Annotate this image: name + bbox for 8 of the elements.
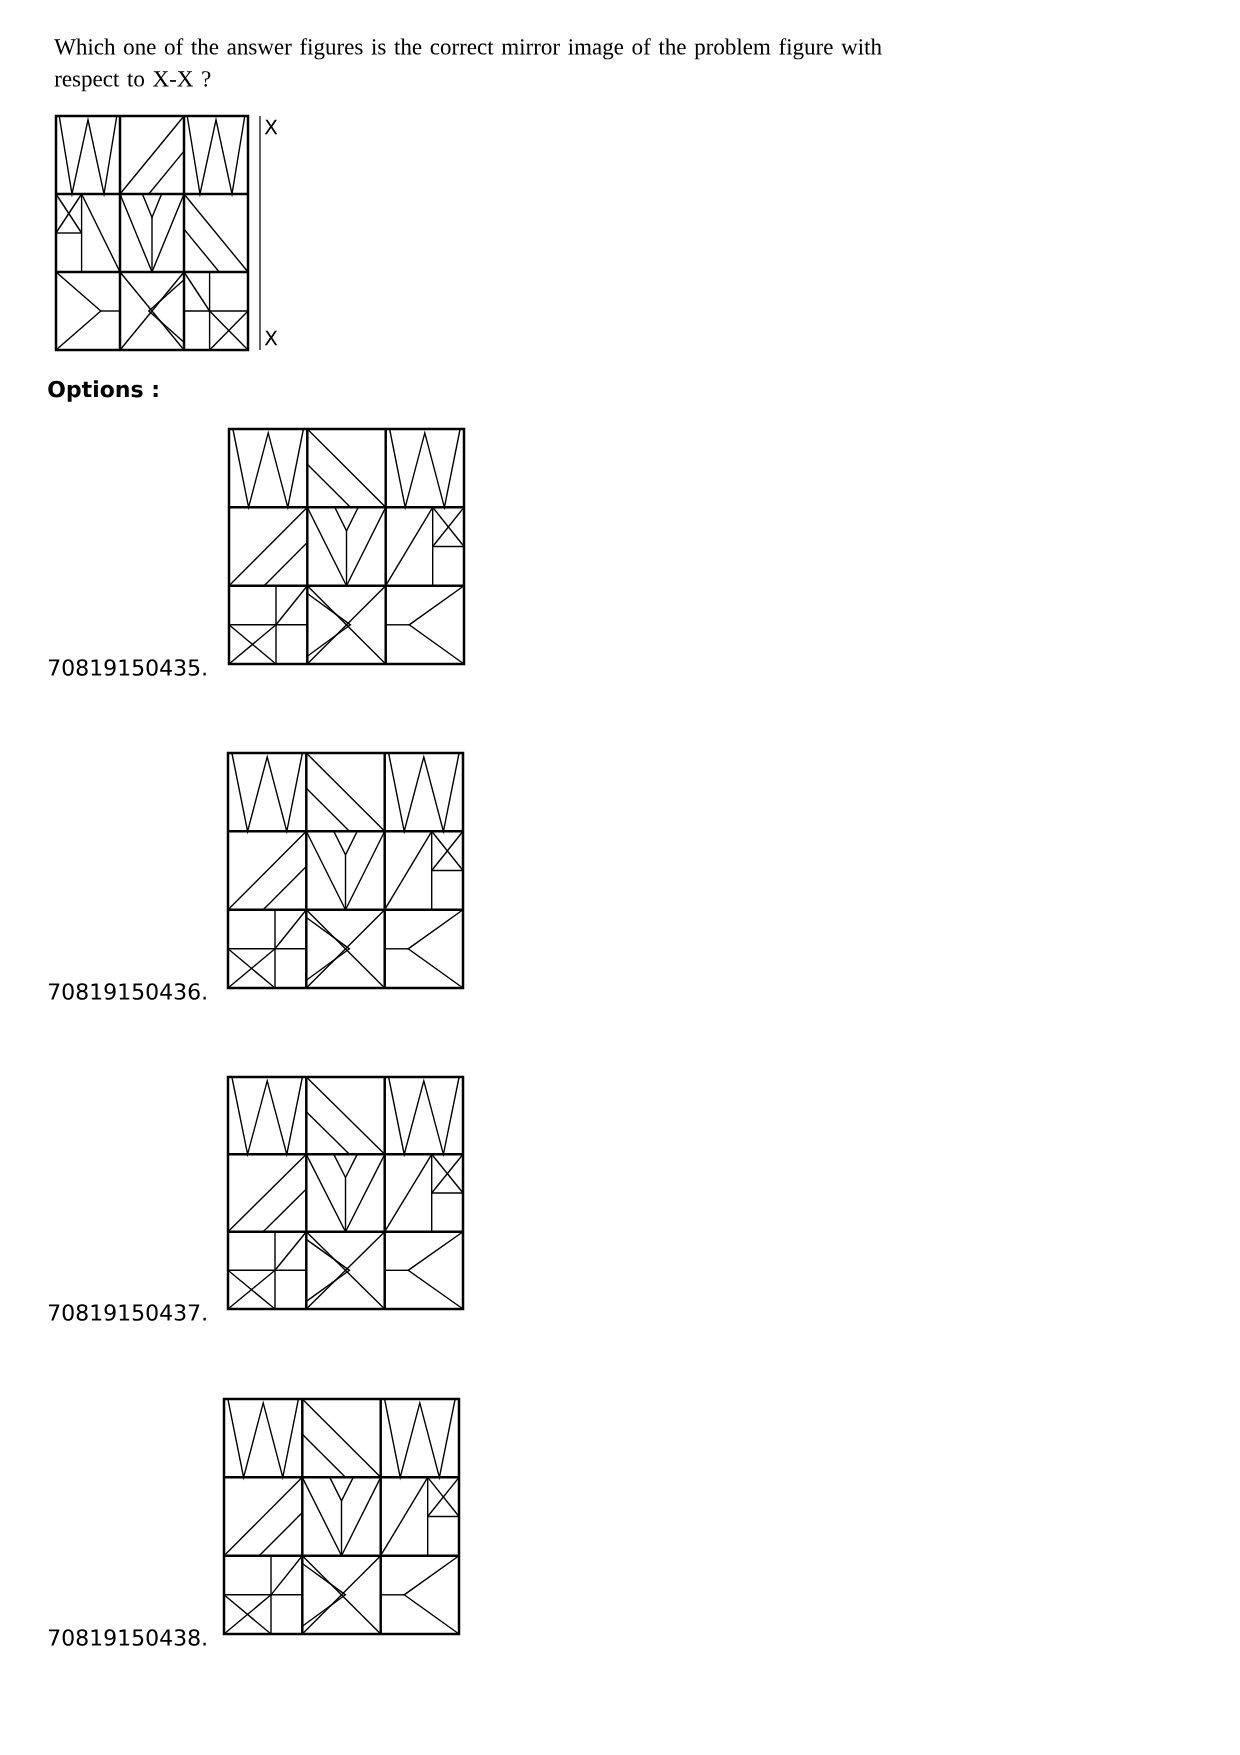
section-heading: Options :: [48, 380, 158, 402]
question-text: Which one of the answer figures is the correct mirror image of the problem figure with respect to X-X ?: [54, 38, 882, 92]
option-number: 70819150436.: [49, 983, 206, 1000]
axis-label: X: [264, 119, 278, 135]
option-number: 70819150437.: [49, 1304, 206, 1321]
axis-label: X: [264, 330, 278, 346]
option-number: 70819150438.: [49, 1629, 206, 1646]
option-number: 70819150435.: [49, 659, 206, 676]
